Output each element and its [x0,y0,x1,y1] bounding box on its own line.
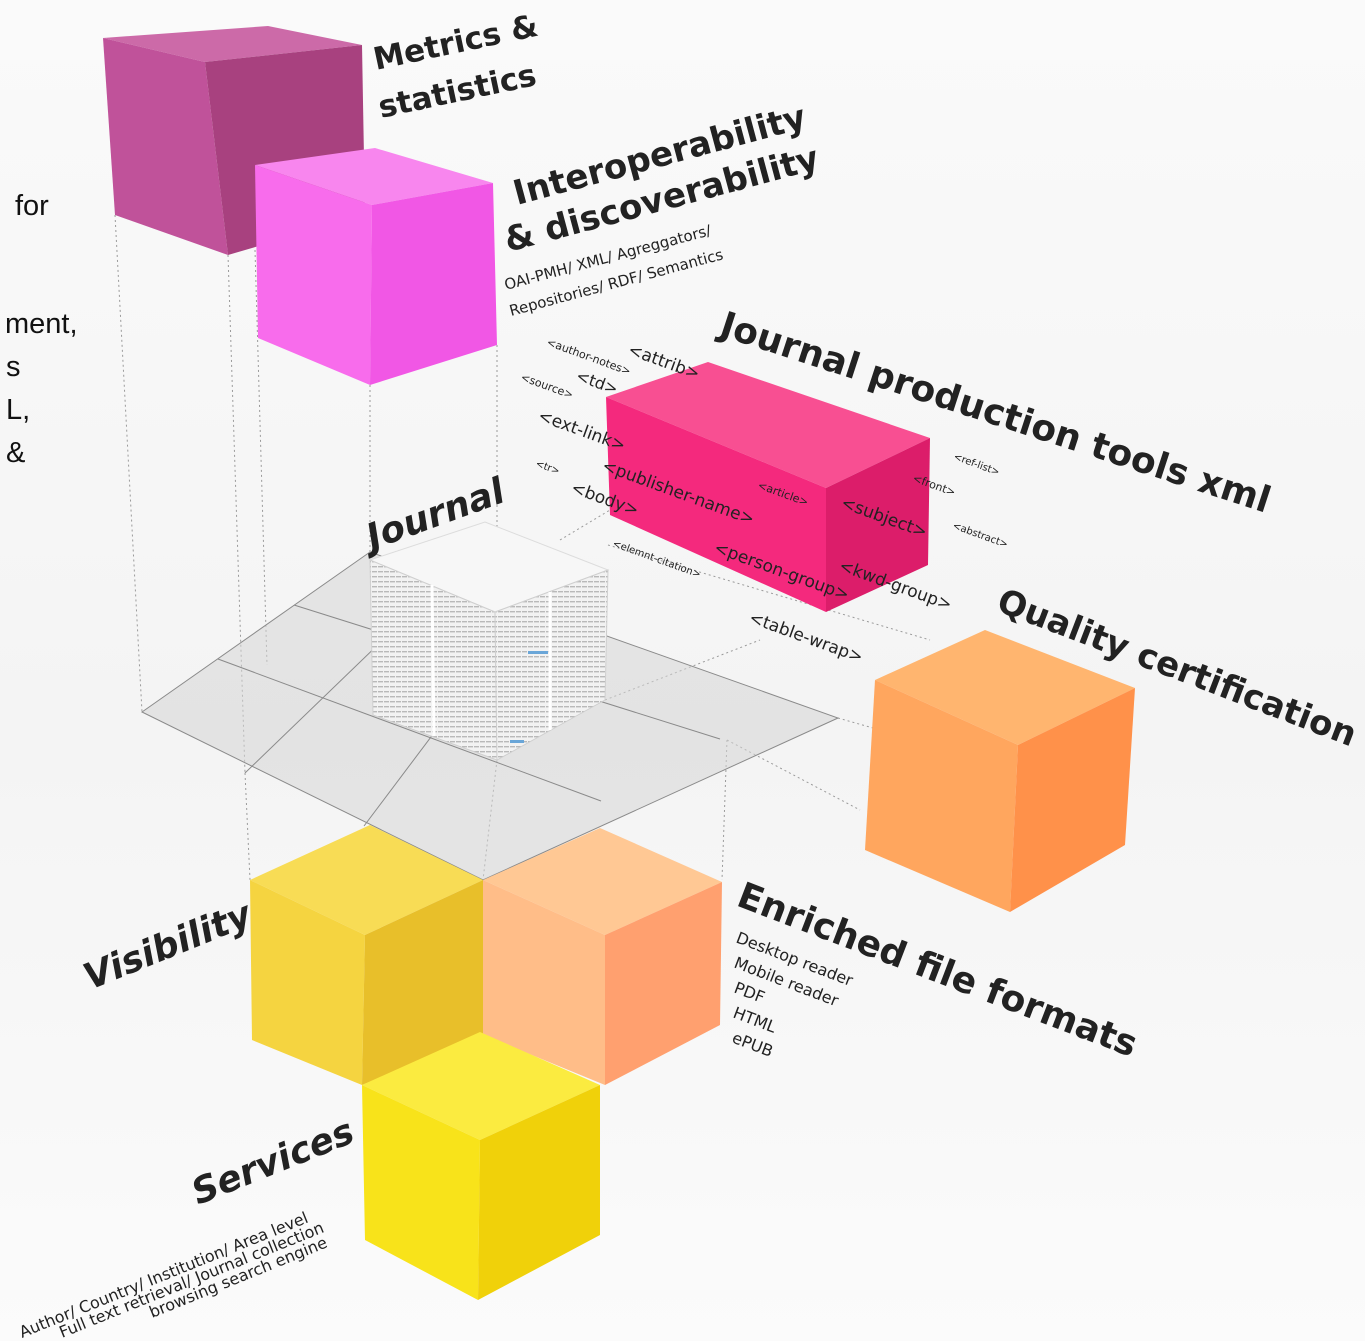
tag-table-wrap: <table-wrap> [746,608,865,668]
enriched-cube [483,828,722,1085]
side-text-line: & [6,437,26,469]
services-subtitle-2: Full text retrieval/ Journal collection [56,1218,326,1341]
visibility-cube [250,825,483,1085]
side-text-line: L, [6,394,31,426]
services-cube [362,1032,600,1300]
tag-source: <source> [519,371,575,402]
tag-tr: <tr> [534,458,561,477]
quality-cube [865,630,1135,912]
side-text-line: s [6,351,21,383]
interop-label: Interoperability & discoverability OAI-P… [500,97,823,320]
enriched-title: Enriched file formats [732,875,1143,1065]
metrics-label: Metrics & statistics [370,8,541,126]
enriched-label: Enriched file formats Desktop reader Mob… [730,875,1143,1065]
production-box [606,362,930,612]
visibility-title: Visibility [78,894,259,999]
tag-ref-list: <ref-list> [952,451,1001,478]
tag-abstract: <abstract> [951,520,1009,550]
side-text-line: for [15,190,49,222]
services-title: Services [186,1111,360,1213]
side-text-line: ment, [5,308,78,340]
interop-cube [255,148,497,385]
journal-cube [368,521,610,761]
services-label: Services Author/ Country/ Institution/ A… [16,1111,360,1341]
